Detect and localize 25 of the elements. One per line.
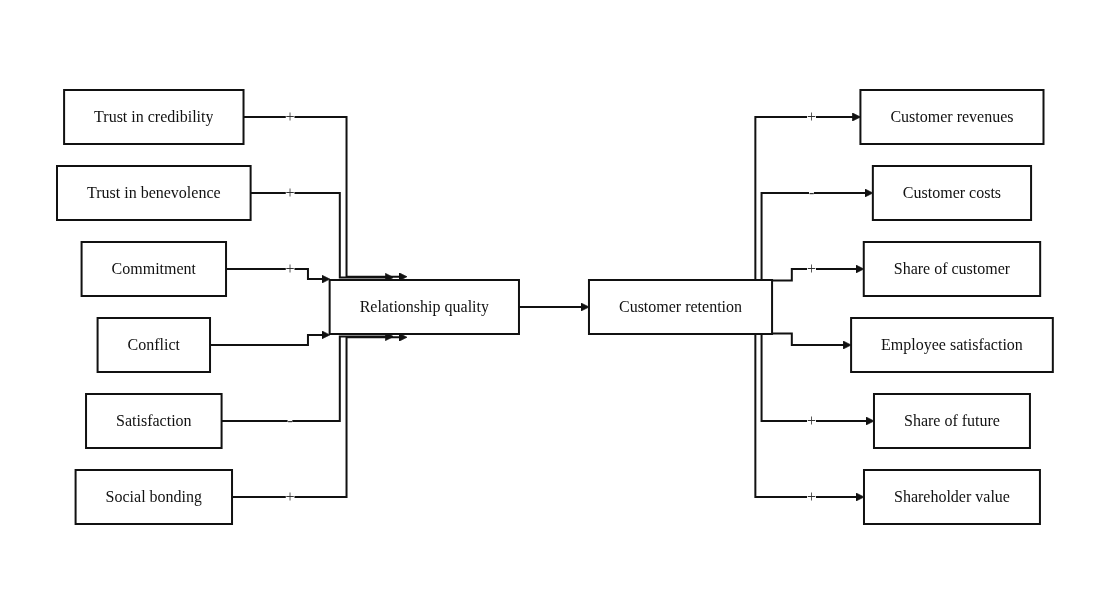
edge-label: + xyxy=(806,488,816,505)
node-box: Share of future xyxy=(872,393,1031,449)
node-box: Trust in credibility xyxy=(62,89,245,145)
edge-label: + xyxy=(285,184,295,201)
node-box: Customer revenues xyxy=(859,89,1045,145)
node-box: Social bonding xyxy=(74,469,233,525)
node-box: Customer retention xyxy=(587,279,773,335)
edge-label: + xyxy=(806,108,816,125)
arrow xyxy=(770,264,864,282)
node-box: Relationship quality xyxy=(328,279,520,335)
edge-label: + xyxy=(285,260,295,277)
edge-label: - xyxy=(287,412,293,429)
node-box: Commitment xyxy=(80,241,227,297)
edge-label: + xyxy=(806,412,816,429)
node-box: Conflict xyxy=(96,317,211,373)
node-box: Trust in benevolence xyxy=(55,165,252,221)
edge-label: + xyxy=(285,488,295,505)
node-box: Employee satisfaction xyxy=(849,317,1054,373)
edge-label: - xyxy=(808,184,814,201)
node-box: Shareholder value xyxy=(862,469,1041,525)
edge-label: + xyxy=(285,108,295,125)
node-box: Customer costs xyxy=(871,165,1032,221)
node-box: Satisfaction xyxy=(84,393,223,449)
edge-label: + xyxy=(806,260,816,277)
node-box: Share of customer xyxy=(862,241,1041,297)
